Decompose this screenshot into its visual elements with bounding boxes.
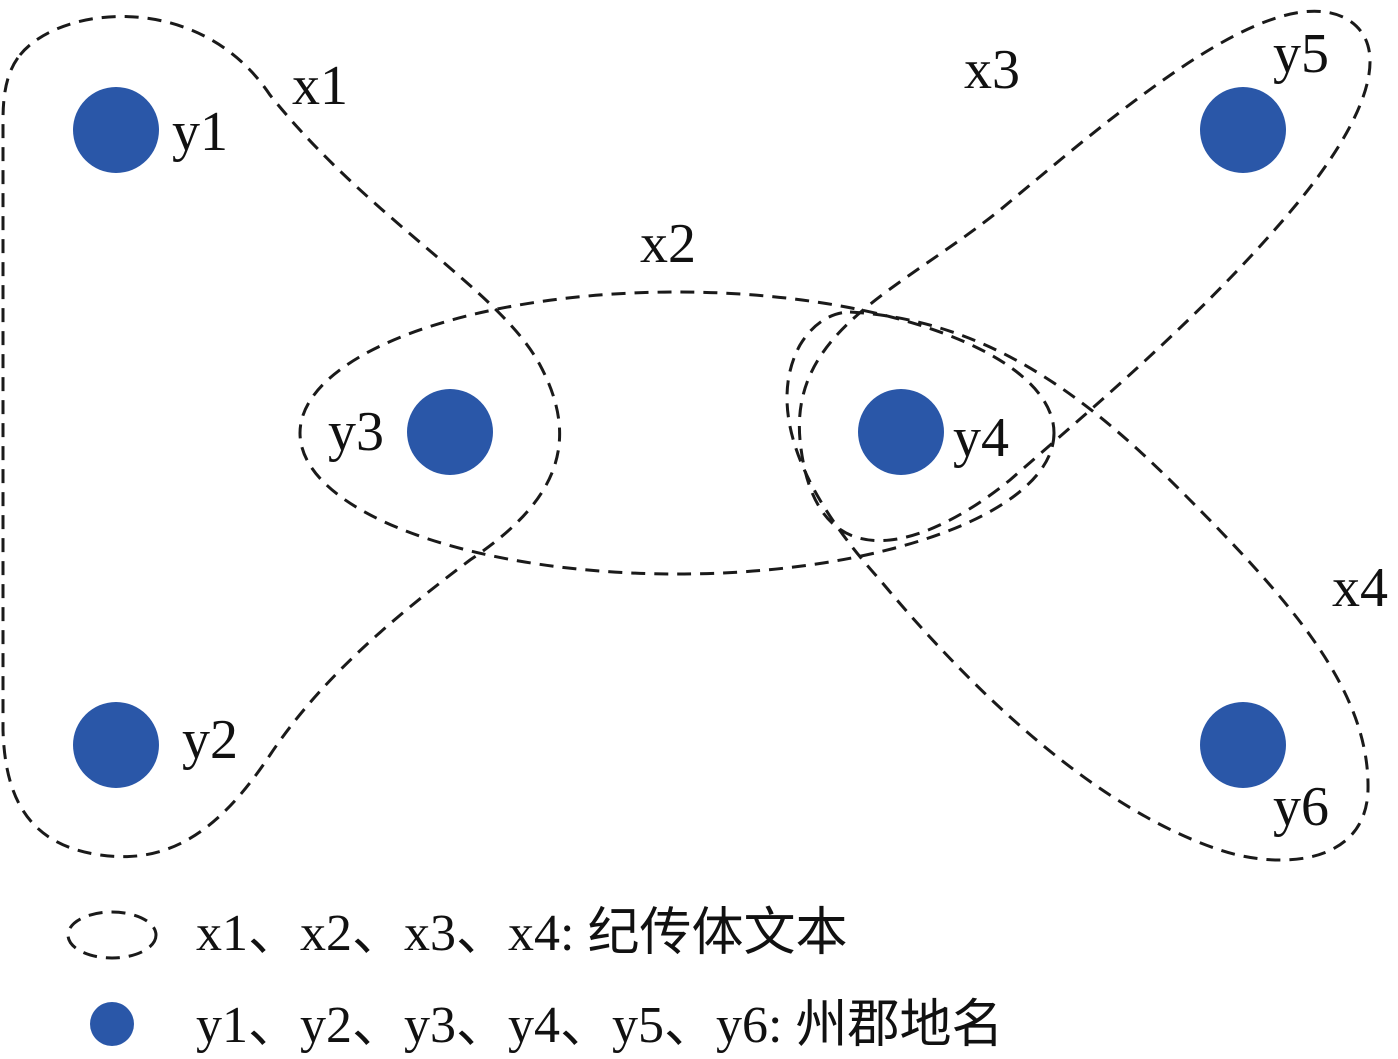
node-label-y4: y4	[953, 407, 1009, 469]
node-y4	[858, 389, 944, 475]
node-label-y1: y1	[172, 101, 228, 163]
node-label-y2: y2	[182, 709, 238, 771]
hyperedge-label-x4: x4	[1332, 557, 1388, 619]
node-y3	[407, 389, 493, 475]
hyperedge-x4-outline	[785, 310, 1370, 862]
node-label-y3: y3	[328, 401, 384, 463]
hyperedge-x2-outline	[298, 290, 1056, 576]
hyperedge-x3-outline	[797, 9, 1372, 543]
legend-node-text: y1、y2、y3、y4、y5、y6: 州郡地名	[196, 997, 1003, 1054]
legend: x1、x2、x3、x4: 纪传体文本 y1、y2、y3、y4、y5、y6: 州郡…	[66, 905, 1003, 1054]
hyperedge-label-x1: x1	[292, 55, 348, 117]
hyperedge-x1-outline	[1, 15, 561, 859]
node-y1	[73, 87, 159, 173]
legend-hyperedge-text: x1、x2、x3、x4: 纪传体文本	[196, 905, 847, 962]
hyperedge-label-x3: x3	[964, 39, 1020, 101]
hyperedge-label-x2: x2	[640, 213, 696, 275]
legend-node-swatch	[90, 1002, 134, 1046]
node-y2	[73, 702, 159, 788]
node-y6	[1200, 702, 1286, 788]
legend-hyperedge-swatch	[66, 910, 158, 960]
node-y5	[1200, 87, 1286, 173]
node-label-y5: y5	[1273, 23, 1329, 85]
node-label-y6: y6	[1273, 776, 1329, 838]
